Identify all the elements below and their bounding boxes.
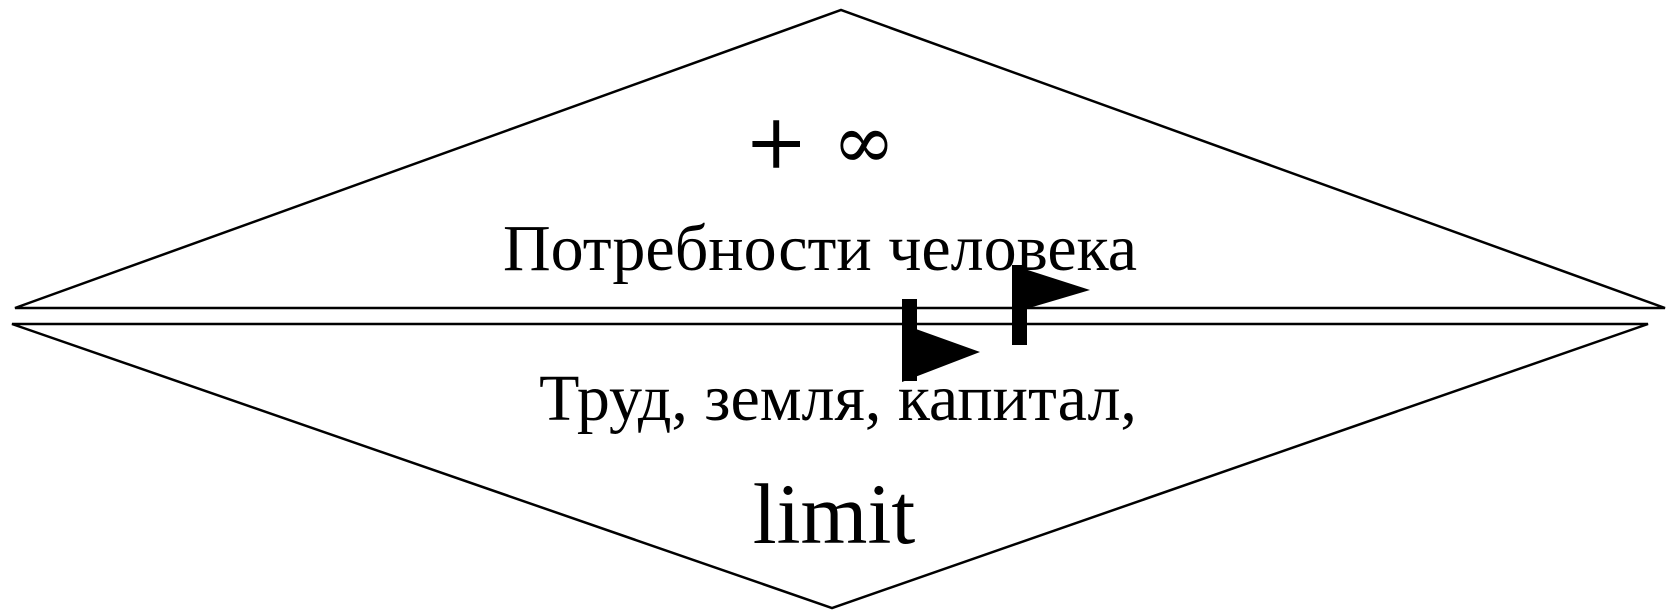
resources-triangle <box>11 322 1649 610</box>
needs-label: Потребности человека <box>503 212 1137 285</box>
flag-icon <box>1012 265 1090 345</box>
limit-label: limit <box>753 466 916 562</box>
plus-infinity-label: + ∞ <box>744 97 895 186</box>
flag-icon <box>902 299 980 382</box>
resources-label: Труд, земля, капитал, <box>539 362 1137 435</box>
needs-triangle <box>14 8 1666 310</box>
